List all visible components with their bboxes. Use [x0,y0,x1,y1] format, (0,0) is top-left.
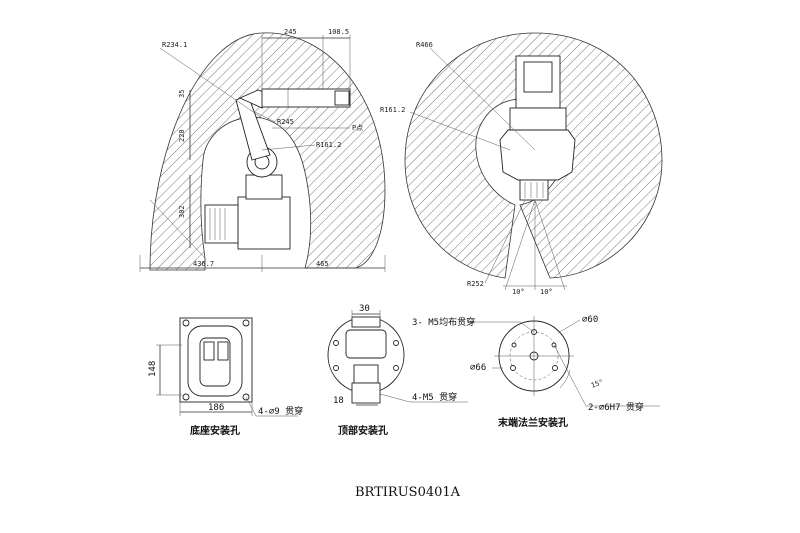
flange-pin [511,342,517,348]
wrist [334,90,350,106]
flange-dia-60: ∅60 [582,315,598,325]
side-envelope-edge [149,199,206,259]
dim-top-30: 30 [359,304,370,314]
robot-base [237,196,291,250]
side-view: 245 108.5 R234.1 35 220 302 R245 P点 R161… [139,28,386,272]
top-mount-hole-note: 4-M5 贯穿 [412,391,457,403]
base-hole [182,393,190,401]
dim-302: 302 [178,205,186,218]
base-caption: 底座安装孔 [190,424,240,437]
model-number: BRTIRUS0401A [355,485,461,500]
flange-view: 3- M5均布贯穿 ∅60 ∅66 15° 2-∅6H7 贯穿 末端法兰安装孔 [412,315,660,429]
robot-shoulder [245,174,283,200]
dim-220: 220 [178,129,186,142]
top-view: 10° 10° R466 R161.2 R252 [380,32,663,296]
forearm [261,88,351,108]
dim-245: 245 [284,28,297,36]
dim-top-18: 18 [333,396,344,406]
base-hole [182,319,190,327]
label-p-point: P点 [352,124,363,132]
flange-caption: 末端法兰安装孔 [498,416,568,429]
top-mount-view: 30 18 4-M5 贯穿 顶部安装孔 [327,304,468,437]
dim-angle-left: 10° [512,288,525,296]
top-mount-hole [393,340,399,346]
dim-465: 465 [316,260,329,268]
base-motor [204,204,239,244]
dim-r466: R466 [416,41,433,49]
base-hole [242,319,250,327]
dim-436: 436.7 [193,260,214,268]
dim-35: 35 [178,90,186,98]
top-mount-hole [393,365,399,371]
top-base-motor [519,179,549,201]
dim-108: 108.5 [328,28,349,36]
top-shoulder [499,129,576,181]
dim-r161-top: R161.2 [380,106,405,114]
flange-pin-note: 2-∅6H7 贯穿 [588,401,644,413]
dim-r234: R234.1 [162,41,187,49]
dim-angle-right: 10° [540,288,553,296]
flange-hole [552,365,558,371]
dim-r161-side: R161.2 [316,141,341,149]
dim-base-height: 148 [148,361,158,377]
top-mount-hole [333,365,339,371]
top-mount-caption: 顶部安装孔 [338,424,388,437]
flange-note-top: 3- M5均布贯穿 [412,316,475,328]
dim-r252: R252 [467,280,484,288]
base-hole-note: 4-∅9 贯穿 [258,405,303,417]
top-mount-hole [333,340,339,346]
flange-hole [510,365,516,371]
dim-base-width: 186 [208,403,224,413]
top-elbow [509,107,567,131]
dim-r245: R245 [277,118,294,126]
flange-angle: 15° [590,378,605,390]
base-mount-view: 148 186 4-∅9 贯穿 底座安装孔 [148,317,303,437]
flange-dia-66: ∅66 [470,363,486,373]
